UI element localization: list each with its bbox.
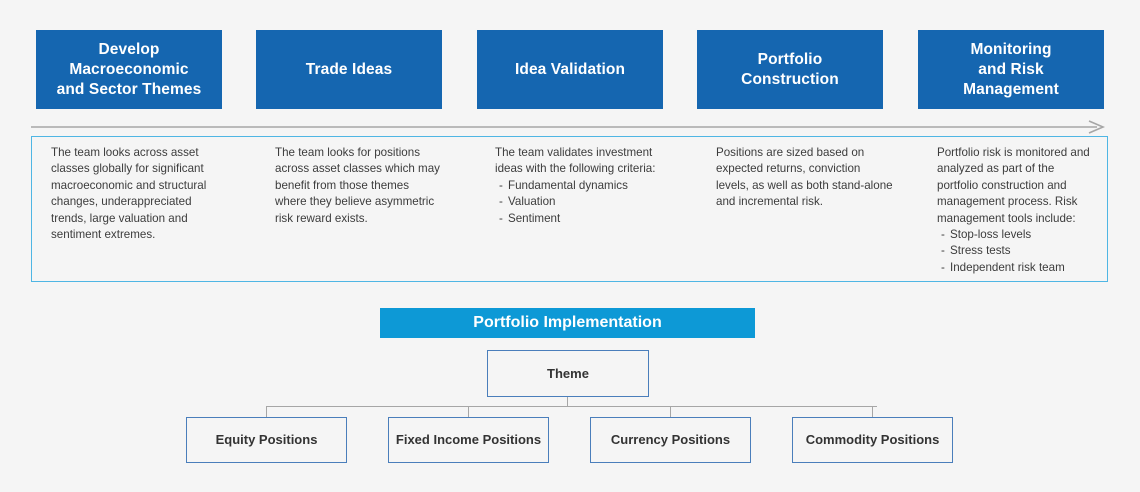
stage-box-monitoring-and-risk-management[interactable]: Monitoring and Risk Management	[918, 30, 1104, 109]
tree-connector-drop	[670, 406, 672, 417]
stage-label-line: Develop	[98, 40, 160, 58]
stage-label-line: and Sector Themes	[56, 80, 202, 98]
stage-label-line: Idea Validation	[514, 60, 626, 78]
description-body: The team looks across asset classes glob…	[51, 146, 207, 242]
stage-label-line: Portfolio	[757, 50, 823, 68]
stage-box-develop-macroeconomic-and-sector-themes[interactable]: Develop Macroeconomic and Sector Themes	[36, 30, 222, 109]
description-column-portfolio-construction: Positions are sized based on expected re…	[716, 145, 894, 211]
description-body: The team validates investment ideas with…	[495, 146, 656, 176]
description-bullet-list: Fundamental dynamics Valuation Sentiment	[495, 178, 673, 228]
description-body: The team looks for positions across asse…	[275, 146, 440, 225]
tree-node-commodity-positions[interactable]: Commodity Positions	[792, 417, 953, 463]
tree-node-label: Currency Positions	[610, 432, 731, 447]
description-bullet: Fundamental dynamics	[495, 178, 673, 195]
description-bullet-list: Stop-loss levels Stress tests Independen…	[937, 227, 1095, 277]
stage-box-idea-validation[interactable]: Idea Validation	[477, 30, 663, 109]
tree-node-theme[interactable]: Theme	[487, 350, 649, 397]
tree-connector-drop	[468, 406, 470, 417]
description-bullet: Stop-loss levels	[937, 227, 1095, 244]
tree-node-currency-positions[interactable]: Currency Positions	[590, 417, 751, 463]
description-column-develop-macroeconomic-and-sector-themes: The team looks across asset classes glob…	[51, 145, 219, 243]
stage-label-line: Monitoring	[970, 40, 1052, 58]
description-bullet: Valuation	[495, 194, 673, 211]
portfolio-implementation-label: Portfolio Implementation	[473, 314, 662, 331]
tree-node-label: Fixed Income Positions	[395, 432, 542, 447]
description-bullet: Sentiment	[495, 211, 673, 228]
tree-connector-bus	[266, 406, 877, 408]
tree-node-label: Theme	[547, 365, 589, 381]
stage-label-line: Trade Ideas	[305, 60, 393, 78]
stage-label-line: Management	[963, 80, 1059, 98]
stage-box-portfolio-construction[interactable]: Portfolio Construction	[697, 30, 883, 109]
tree-connector-drop	[266, 406, 268, 417]
tree-node-equity-positions[interactable]: Equity Positions	[186, 417, 347, 463]
description-bullet: Stress tests	[937, 243, 1095, 260]
stage-box-trade-ideas[interactable]: Trade Ideas	[256, 30, 442, 109]
tree-connector-root-stem	[567, 397, 569, 407]
description-bullet: Independent risk team	[937, 260, 1095, 277]
description-column-trade-ideas: The team looks for positions across asse…	[275, 145, 443, 227]
description-column-monitoring-and-risk-management: Portfolio risk is monitored and analyzed…	[937, 145, 1095, 277]
description-column-idea-validation: The team validates investment ideas with…	[495, 145, 673, 227]
stage-label-line: Construction	[741, 70, 839, 88]
portfolio-implementation-banner: Portfolio Implementation	[380, 308, 755, 338]
description-body: Positions are sized based on expected re…	[716, 146, 893, 209]
tree-node-fixed-income-positions[interactable]: Fixed Income Positions	[388, 417, 549, 463]
stage-label-line: Macroeconomic	[69, 60, 189, 78]
stage-descriptions-panel: The team looks across asset classes glob…	[31, 136, 1108, 282]
stage-label-line: and Risk	[978, 60, 1044, 78]
tree-node-label: Equity Positions	[215, 432, 318, 447]
right-arrow-icon	[31, 120, 1106, 134]
description-body: Portfolio risk is monitored and analyzed…	[937, 146, 1090, 225]
tree-connector-drop	[872, 406, 874, 417]
tree-node-label: Commodity Positions	[805, 432, 940, 447]
